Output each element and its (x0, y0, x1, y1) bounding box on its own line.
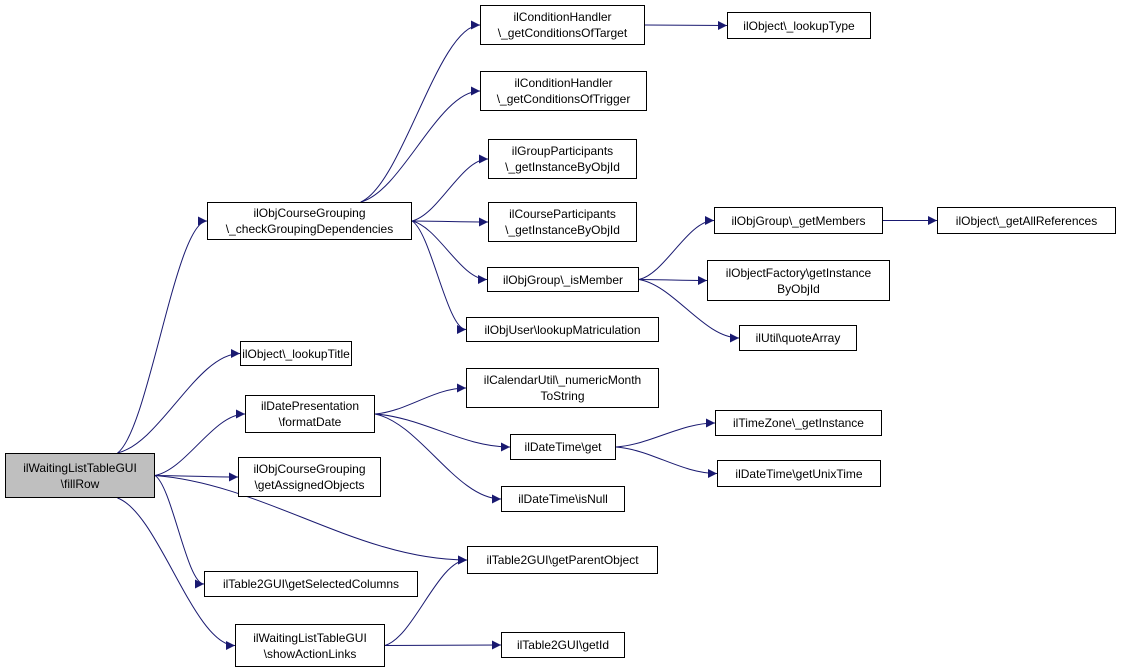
node-label-line: ilObjCourseGrouping (253, 462, 366, 476)
node-lookup-type[interactable]: ilObject\_lookupType (727, 12, 871, 39)
node-show-action[interactable]: ilWaitingListTableGUI\showActionLinks (235, 624, 385, 667)
edge-isMember-to-getMembers (638, 216, 715, 280)
node-fill-row[interactable]: ilWaitingListTableGUI\fillRow (5, 453, 155, 498)
node-label-line: ilDateTime\getUnixTime (735, 466, 863, 481)
node-label-line: ToString (540, 389, 585, 403)
node-label-line: ilTimeZone\_getInstance (733, 416, 864, 430)
node-label-line: ilObjUser\lookupMatriculation (484, 322, 641, 337)
node-label-line: ilObject\_lookupTitle (242, 346, 350, 361)
edge-fillRow-to-getAssigned (154, 472, 239, 482)
node-check-grouping[interactable]: ilObjCourseGrouping \_checkGroupingDepend… (207, 202, 412, 240)
edge-fillRow-to-getParent (154, 475, 468, 565)
node-get-assigned[interactable]: ilObjCourseGrouping \getAssignedObjects (238, 457, 381, 497)
edge-isMember-to-quoteArray (638, 279, 740, 343)
node-label-line: ilCalendarUtil\_numericMonth (483, 373, 642, 387)
edge-isMember-to-factory (638, 275, 708, 285)
node-cond-trigger[interactable]: ilConditionHandler \_getConditionsOfTrigg… (480, 71, 647, 111)
node-label-line: \formatDate (278, 415, 342, 429)
node-label-line: ilTable2GUI\getParentObject (486, 553, 639, 567)
node-label-line: ilObjGroup\_isMember (502, 272, 624, 287)
node-get-members[interactable]: ilObjGroup\_getMembers (714, 207, 883, 234)
node-label-line: ilConditionHandler (514, 76, 613, 90)
node-dt-get[interactable]: ilDateTime\get (510, 434, 616, 460)
node-label-line: \getAssignedObjects (254, 478, 365, 492)
edge-formatDate-to-dtGet (374, 413, 511, 452)
node-unix-time[interactable]: ilDateTime\getUnixTime (717, 460, 881, 487)
node-label-line: \_getInstanceByObjId (505, 160, 620, 174)
node-quote-array[interactable]: ilUtil\quoteArray (739, 325, 857, 351)
node-all-refs[interactable]: ilObject\_getAllReferences (937, 207, 1116, 234)
node-format-date[interactable]: ilDatePresentation \formatDate (245, 395, 375, 433)
edge-checkGrouping-to-condTrigger (360, 86, 481, 203)
edge-condTarget-to-lookupType (644, 20, 728, 30)
node-get-id[interactable]: ilTable2GUI\getId (501, 632, 625, 658)
node-label-line: ilTable2GUI\getId (516, 638, 610, 652)
node-label-line: ilObjGroup\_getMembers (731, 213, 866, 228)
node-dt-is-null[interactable]: ilDateTime\isNull (501, 486, 625, 512)
node-label-line: ilWaitingListTableGUI (23, 460, 137, 475)
edge-checkGrouping-to-lookupMatric (411, 220, 467, 334)
node-label-line: ilCourseParticipants (509, 207, 616, 221)
node-cond-target[interactable]: ilConditionHandler \_getConditionsOfTarge… (480, 5, 645, 45)
node-label-line: ilWaitingListTableGUI (253, 630, 367, 645)
edge-checkGrouping-to-isMember (411, 220, 488, 284)
node-label-line: ilObjCourseGrouping (253, 206, 366, 220)
edge-dtGet-to-unixTime (615, 446, 718, 478)
node-get-parent[interactable]: ilTable2GUI\getParentObject (467, 546, 658, 574)
edge-formatDate-to-dtIsNull (374, 413, 502, 504)
edge-fillRow-to-lookupTitle (117, 349, 241, 454)
node-label-line: ByObjId (777, 281, 820, 296)
node-label-line: ilDateTime\isNull (518, 492, 608, 506)
node-label-line: ilObjectFactory\getInstance (725, 265, 872, 280)
edge-formatDate-to-numericMonth (374, 383, 467, 415)
edge-checkGrouping-to-coursePart (411, 217, 489, 227)
node-group-part[interactable]: ilGroupParticipants \_getInstanceByObjId (488, 139, 637, 179)
edge-showAction-to-getId (384, 640, 502, 650)
edge-showAction-to-getParent (384, 555, 468, 646)
node-label-line: \_getInstanceByObjId (505, 223, 620, 237)
node-label-line: \fillRow (60, 476, 100, 491)
node-tz-instance[interactable]: ilTimeZone\_getInstance (715, 410, 882, 436)
edge-checkGrouping-to-groupPart (411, 154, 489, 222)
node-label-line: ilObject\_getAllReferences (955, 213, 1098, 228)
node-label-line: ilGroupParticipants (511, 144, 614, 158)
node-label-line: \showActionLinks (263, 646, 357, 661)
node-label-line: \_checkGroupingDependencies (225, 222, 394, 236)
node-label-line: ilDateTime\get (524, 440, 602, 454)
edge-fillRow-to-formatDate (154, 409, 246, 476)
node-label-line: ilTable2GUI\getSelectedColumns (222, 577, 400, 591)
node-label-line: ilObject\_lookupType (743, 18, 855, 33)
node-label-line: ilConditionHandler (513, 10, 612, 24)
edge-fillRow-to-getSelCols (154, 475, 205, 589)
node-get-sel-cols[interactable]: ilTable2GUI\getSelectedColumns (204, 571, 418, 597)
edge-fillRow-to-showAction (117, 497, 236, 650)
node-label-line: \_getConditionsOfTarget (497, 26, 628, 40)
node-is-member[interactable]: ilObjGroup\_isMember (487, 267, 639, 292)
node-course-part[interactable]: ilCourseParticipants \_getInstanceByObjId (488, 202, 637, 242)
node-label-line: \_getConditionsOfTrigger (496, 92, 631, 106)
edge-checkGrouping-to-condTarget (360, 20, 481, 203)
node-label-line: ilDatePresentation (260, 399, 360, 413)
edge-dtGet-to-tzInstance (615, 418, 716, 448)
edge-fillRow-to-checkGrouping (117, 216, 208, 454)
node-label-line: ilUtil\quoteArray (755, 331, 841, 345)
node-lookup-title[interactable]: ilObject\_lookupTitle (240, 341, 352, 366)
node-lookup-matric[interactable]: ilObjUser\lookupMatriculation (466, 317, 659, 342)
